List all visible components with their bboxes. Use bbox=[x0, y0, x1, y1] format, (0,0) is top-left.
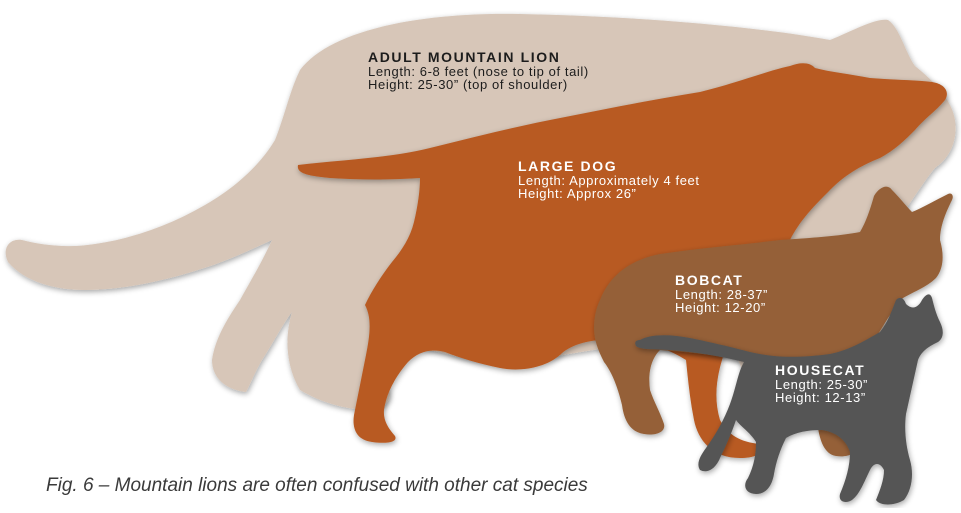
large-dog-height: Height: Approx 26” bbox=[518, 187, 700, 200]
mountain-lion-height: Height: 25-30” (top of shoulder) bbox=[368, 78, 589, 91]
figure-caption: Fig. 6 – Mountain lions are often confus… bbox=[46, 475, 588, 497]
bobcat-name: BOBCAT bbox=[675, 272, 768, 288]
large-dog-label: LARGE DOG Length: Approximately 4 feet H… bbox=[518, 158, 700, 200]
housecat-name: HOUSECAT bbox=[775, 362, 868, 378]
housecat-height: Height: 12-13” bbox=[775, 391, 868, 404]
bobcat-height: Height: 12-20” bbox=[675, 301, 768, 314]
bobcat-label: BOBCAT Length: 28-37” Height: 12-20” bbox=[675, 272, 768, 314]
mountain-lion-label: ADULT MOUNTAIN LION Length: 6-8 feet (no… bbox=[368, 49, 589, 91]
mountain-lion-name: ADULT MOUNTAIN LION bbox=[368, 49, 589, 65]
housecat-label: HOUSECAT Length: 25-30” Height: 12-13” bbox=[775, 362, 868, 404]
large-dog-name: LARGE DOG bbox=[518, 158, 700, 174]
